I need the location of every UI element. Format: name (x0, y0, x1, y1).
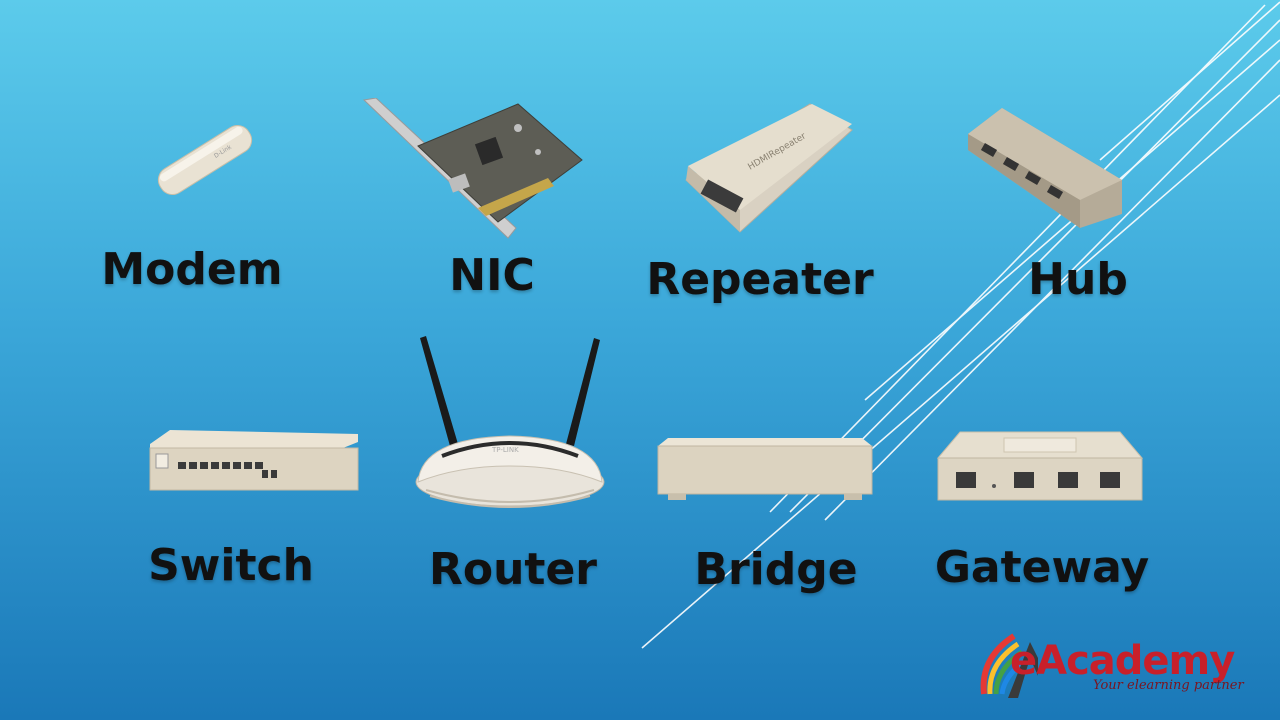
bridge-image (657, 438, 873, 500)
label-router: Router (428, 544, 598, 595)
repeater-image: HDMIRepeater (685, 103, 853, 233)
label-repeater: Repeater (646, 254, 874, 305)
switch-image (149, 430, 359, 491)
label-gateway: Gateway (934, 542, 1150, 593)
logo-wordmark: eAcademy (1010, 638, 1235, 684)
eacademy-logo: eAcademy Your elearning partner (978, 628, 1258, 700)
svg-text:TP-LINK: TP-LINK (491, 446, 519, 454)
hub-image (968, 108, 1122, 228)
nic-image (362, 98, 583, 239)
label-modem: Modem (101, 244, 283, 295)
label-switch: Switch (148, 540, 314, 591)
label-bridge: Bridge (694, 544, 858, 595)
logo-swirl-icon (980, 633, 1038, 698)
router-image: TP-LINK (415, 336, 605, 508)
label-hub: Hub (1028, 254, 1128, 305)
label-nic: NIC (449, 250, 535, 301)
gateway-image (936, 431, 1144, 501)
logo-tagline: Your elearning partner (1093, 678, 1244, 693)
modem-image: D-Link (157, 124, 253, 196)
